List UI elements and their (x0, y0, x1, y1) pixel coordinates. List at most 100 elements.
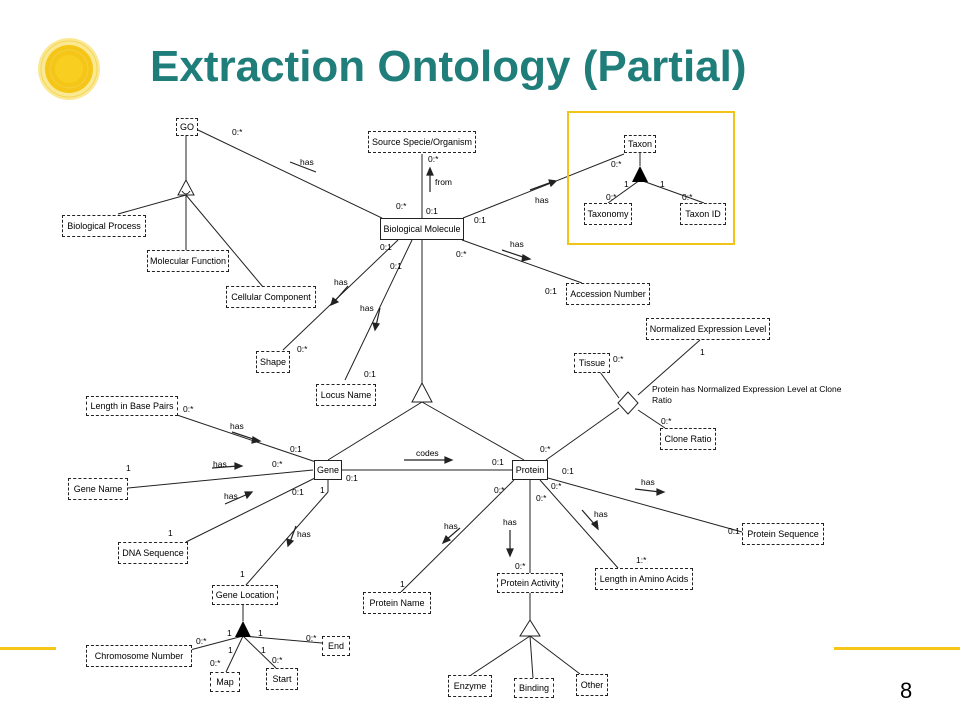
node-go: GO (176, 118, 198, 136)
relation-label: has (297, 529, 311, 539)
relation-label: has (510, 239, 524, 249)
taxon-highlight-box (567, 111, 735, 245)
relation-label: from (435, 177, 452, 187)
cardinality: 1 (624, 179, 629, 189)
node-other: Other (576, 674, 608, 696)
cardinality: 0:* (515, 561, 526, 571)
relation-label: has (300, 157, 314, 167)
node-biological-process: Biological Process (62, 215, 146, 237)
node-protein-name: Protein Name (363, 592, 431, 614)
relation-label: codes (416, 448, 439, 458)
node-enzyme: Enzyme (448, 675, 492, 697)
node-start: Start (266, 668, 298, 690)
node-taxon-id: Taxon ID (680, 203, 726, 225)
cardinality: 0:* (613, 354, 624, 364)
relation-label: has (213, 459, 227, 469)
cardinality: 0:1 (364, 369, 376, 379)
cardinality: 0:* (611, 159, 622, 169)
cardinality: 0:* (661, 416, 672, 426)
cardinality: 1:* (636, 555, 647, 565)
cardinality: 0:* (183, 404, 194, 414)
cardinality: 1 (400, 579, 405, 589)
relation-label: has (230, 421, 244, 431)
relation-label: has (594, 509, 608, 519)
cardinality: 1 (228, 645, 233, 655)
cardinality: 0:* (232, 127, 243, 137)
cardinality: 1 (660, 179, 665, 189)
cardinality: 0:1 (390, 261, 402, 271)
cardinality: 0:1 (346, 473, 358, 483)
cardinality: 0:* (551, 481, 562, 491)
cardinality: 0:* (306, 633, 317, 643)
node-protein-sequence: Protein Sequence (742, 523, 824, 545)
node-molecular-function: Molecular Function (147, 250, 229, 272)
cardinality: 0:1 (292, 487, 304, 497)
node-length-base-pairs: Length in Base Pairs (86, 396, 178, 416)
expression-relation-note: Protein has Normalized Expression Level … (652, 384, 842, 405)
node-biological-molecule: Biological Molecule (380, 218, 464, 240)
cardinality: 0:* (272, 459, 283, 469)
accent-rule-left (0, 647, 56, 650)
cardinality: 0:1 (492, 457, 504, 467)
cardinality: 0:1 (728, 526, 740, 536)
cardinality: 0:1 (545, 286, 557, 296)
node-shape: Shape (256, 351, 290, 373)
slide-title: Extraction Ontology (Partial) (150, 42, 747, 91)
cardinality: 0:1 (426, 206, 438, 216)
cardinality: 0:* (494, 485, 505, 495)
cardinality: 1 (261, 645, 266, 655)
cardinality: 1 (320, 485, 325, 495)
cardinality: 0:1 (562, 466, 574, 476)
cardinality: 0:* (196, 636, 207, 646)
cardinality: 0:* (396, 201, 407, 211)
node-normalized-expression-level: Normalized Expression Level (646, 318, 770, 340)
cardinality: 0:* (456, 249, 467, 259)
node-binding: Binding (514, 678, 554, 698)
node-gene-name: Gene Name (68, 478, 128, 500)
node-map: Map (210, 672, 240, 692)
cardinality: 1 (126, 463, 131, 473)
cardinality: 0:* (428, 154, 439, 164)
node-protein: Protein (512, 460, 548, 480)
cardinality: 0:1 (290, 444, 302, 454)
node-source-species: Source Specie/Organism (368, 131, 476, 153)
page-number: 8 (900, 678, 913, 703)
relation-label: has (535, 195, 549, 205)
cardinality: 0:1 (474, 215, 486, 225)
node-dna-sequence: DNA Sequence (118, 542, 188, 564)
node-tissue: Tissue (574, 353, 610, 373)
cardinality: 1 (240, 569, 245, 579)
node-gene-location: Gene Location (212, 585, 278, 605)
cardinality: 1 (227, 628, 232, 638)
node-end: End (322, 636, 350, 656)
cardinality: 0:* (536, 493, 547, 503)
relation-label: has (503, 517, 517, 527)
relation-label: has (641, 477, 655, 487)
accent-rule-right (834, 647, 960, 650)
node-locus-name: Locus Name (316, 384, 376, 406)
node-cellular-component: Cellular Component (226, 286, 316, 308)
relation-label: has (224, 491, 238, 501)
node-clone-ratio: Clone Ratio (660, 428, 716, 450)
cardinality: 1 (258, 628, 263, 638)
cardinality: 0:* (540, 444, 551, 454)
relation-label: has (360, 303, 374, 313)
node-taxonomy: Taxonomy (584, 203, 632, 225)
relation-label: has (444, 521, 458, 531)
cardinality: 1 (700, 347, 705, 357)
relation-label: has (334, 277, 348, 287)
sun-logo (38, 38, 100, 100)
node-gene: Gene (314, 460, 342, 480)
node-accession-number: Accession Number (566, 283, 650, 305)
cardinality: 0:* (210, 658, 221, 668)
cardinality: 0:* (606, 192, 617, 202)
cardinality: 0:* (272, 655, 283, 665)
node-taxon: Taxon (624, 135, 656, 153)
node-chromosome-number: Chromosome Number (86, 645, 192, 667)
node-length-amino-acids: Length in Amino Acids (595, 568, 693, 590)
cardinality: 0:1 (380, 242, 392, 252)
cardinality: 0:* (297, 344, 308, 354)
node-protein-activity: Protein Activity (497, 573, 563, 593)
cardinality: 1 (168, 528, 173, 538)
